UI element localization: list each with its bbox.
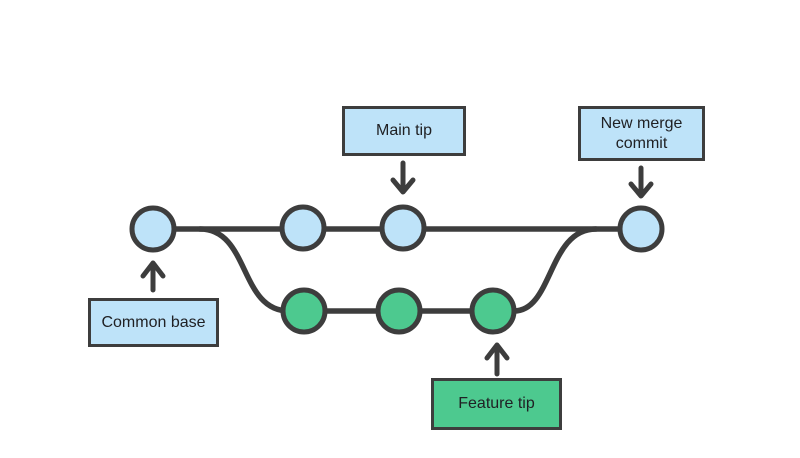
common-base-arrow bbox=[140, 260, 166, 293]
new-merge-commit-label: New merge commit bbox=[578, 106, 705, 161]
common-base-label: Common base bbox=[88, 298, 219, 347]
commit-node-new-merge-commit bbox=[617, 205, 665, 253]
commit-node-main-commit-2 bbox=[279, 204, 327, 252]
commit-node-feature-commit-1 bbox=[280, 287, 328, 335]
commit-node-feature-tip bbox=[469, 287, 517, 335]
new-merge-commit-arrow bbox=[628, 165, 654, 199]
commit-node-feature-commit-2 bbox=[375, 287, 423, 335]
commit-node-common-base bbox=[129, 205, 177, 253]
feature-tip-arrow bbox=[484, 342, 510, 377]
main-tip-label: Main tip bbox=[342, 106, 466, 156]
commit-nodes bbox=[129, 204, 665, 335]
commit-node-main-tip bbox=[379, 204, 427, 252]
main-tip-arrow bbox=[390, 160, 416, 195]
feature-tip-label: Feature tip bbox=[431, 378, 562, 430]
